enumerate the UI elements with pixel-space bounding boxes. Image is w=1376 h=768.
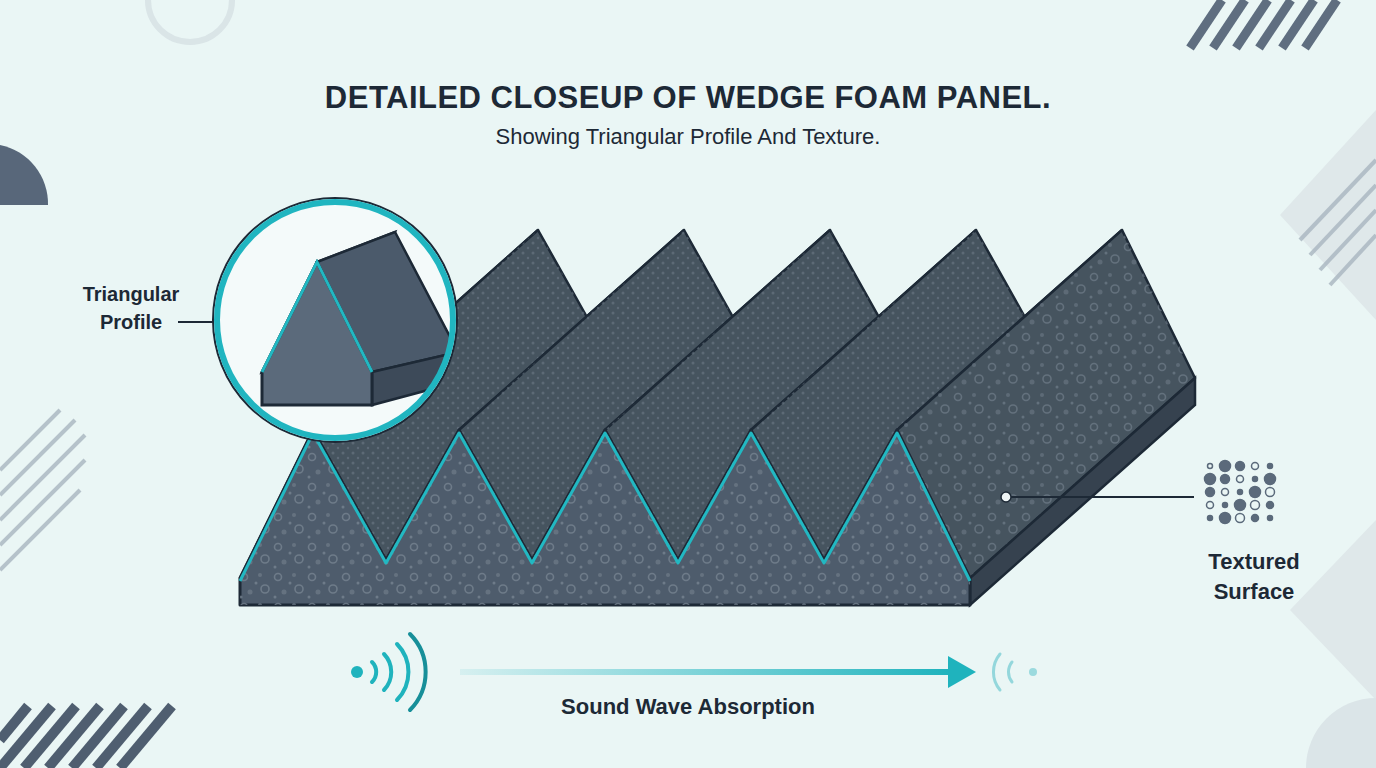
texture-dot <box>1267 502 1274 509</box>
subtitle: Showing Triangular Profile And Texture. <box>0 124 1376 150</box>
magnifier <box>178 198 458 442</box>
texture-leader <box>1001 492 1194 502</box>
texture-icon <box>1205 461 1276 524</box>
part-label: Textured Surface <box>1198 547 1310 607</box>
foam-texture <box>240 430 970 605</box>
texture-dot <box>1222 489 1229 496</box>
texture-dot <box>1250 487 1261 498</box>
title: DETAILED CLOSEUP OF WEDGE FOAM PANEL. <box>0 80 1376 116</box>
texture-dot <box>1236 514 1245 523</box>
part-label: Triangular Profile <box>66 280 196 336</box>
texture-dot <box>1220 513 1231 524</box>
texture-dot <box>1205 474 1216 485</box>
texture-dot <box>1236 462 1245 471</box>
panel-front <box>240 430 970 605</box>
panel-side <box>970 378 1195 605</box>
teal-edge <box>240 433 970 581</box>
texture-dot <box>1237 476 1244 483</box>
texture-dot <box>1238 490 1243 495</box>
texture-dot <box>1265 474 1276 485</box>
texture-dot <box>1208 464 1213 469</box>
texture-dot <box>1221 475 1230 484</box>
texture-dot <box>1223 503 1228 508</box>
texture-dot <box>1266 488 1275 497</box>
texture-dot <box>1252 515 1259 522</box>
process-label: Sound Wave Absorption <box>438 694 938 720</box>
texture-dot <box>1253 477 1258 482</box>
texture-dot <box>1252 463 1259 470</box>
texture-dot <box>1208 516 1213 521</box>
texture-dot <box>1251 501 1260 510</box>
texture-dot <box>1207 502 1214 509</box>
texture-dot <box>1235 500 1246 511</box>
texture-dot <box>1268 464 1273 469</box>
texture-dot <box>1268 516 1273 521</box>
texture-dot <box>1220 461 1231 472</box>
texture-dot <box>1206 488 1215 497</box>
